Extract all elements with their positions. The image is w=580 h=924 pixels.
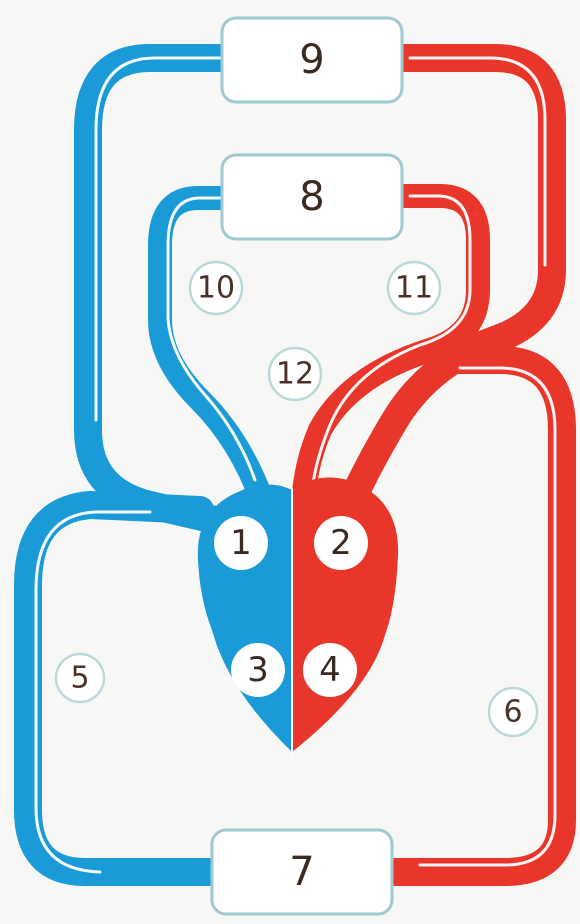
- marker-label: 10: [197, 271, 235, 306]
- marker-5: 5: [56, 654, 104, 702]
- box-7: 7: [212, 830, 392, 914]
- chamber-label: 4: [319, 650, 341, 690]
- marker-12: 12: [269, 348, 321, 400]
- box-label: 8: [299, 174, 324, 220]
- chamber-label: 1: [230, 523, 252, 563]
- marker-11: 11: [388, 262, 440, 314]
- marker-label: 11: [395, 271, 433, 306]
- chamber-1: 1: [214, 516, 268, 570]
- marker-label: 6: [503, 695, 522, 730]
- marker-10: 10: [190, 262, 242, 314]
- box-9: 9: [222, 18, 402, 102]
- marker-6: 6: [489, 688, 537, 736]
- chamber-3: 3: [231, 643, 285, 697]
- marker-label: 5: [70, 661, 89, 696]
- chamber-2: 2: [314, 516, 368, 570]
- vessel-red-upper-outer: [350, 58, 552, 505]
- heart: 1 2 3 4: [198, 478, 398, 754]
- chamber-label: 3: [247, 650, 269, 690]
- flow-line: [420, 368, 555, 865]
- chamber-label: 2: [330, 523, 352, 563]
- box-label: 7: [289, 849, 314, 895]
- box-8: 8: [222, 155, 402, 239]
- marker-label: 12: [276, 357, 314, 392]
- vessel-blue-lower: [28, 505, 215, 872]
- chamber-4: 4: [303, 643, 357, 697]
- box-label: 9: [299, 37, 324, 83]
- vessel-red-lower: [395, 360, 562, 872]
